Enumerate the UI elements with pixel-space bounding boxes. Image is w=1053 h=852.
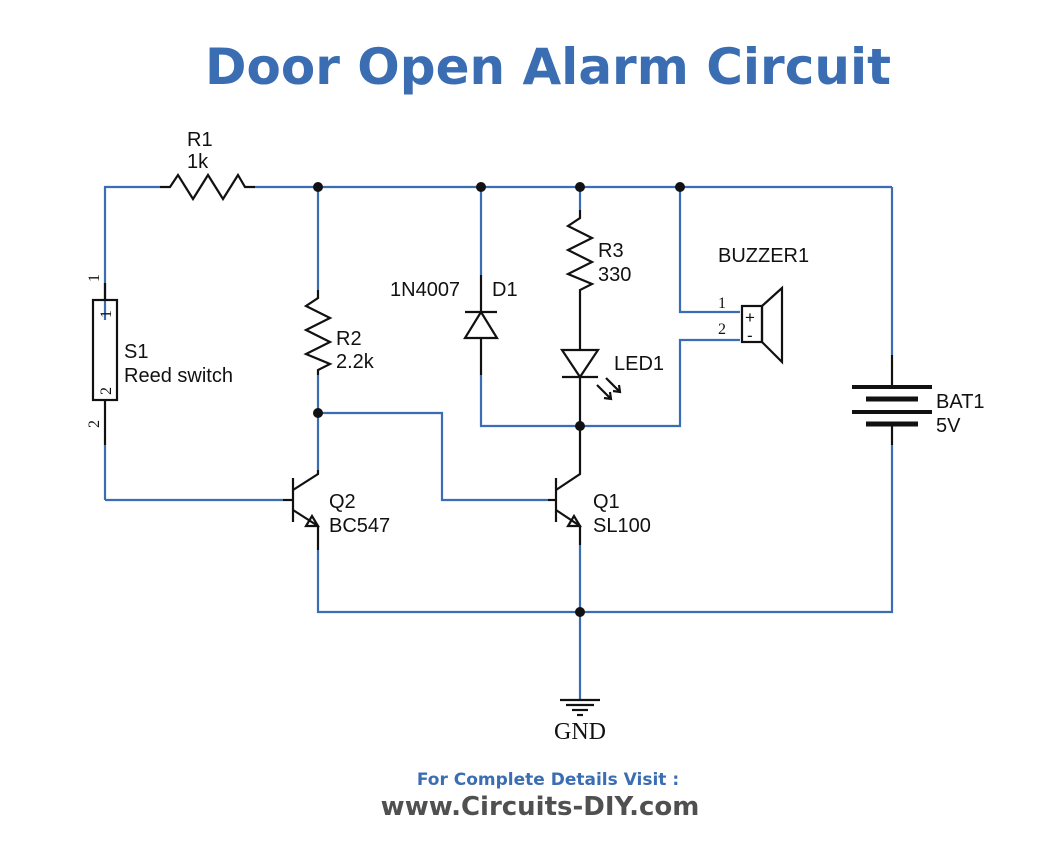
buzzer-ref: BUZZER1	[718, 245, 809, 267]
junction-dot	[476, 182, 486, 192]
junctions	[313, 182, 685, 617]
bat1-ref: BAT1	[936, 391, 985, 413]
d1-ref: D1	[492, 279, 518, 301]
buzzer-plus: +	[745, 308, 755, 327]
s1-pin1-outer: 1	[86, 274, 103, 282]
r1-value: 1k	[187, 151, 209, 173]
s1-pin2-outer: 2	[86, 420, 103, 428]
diode-d1: 1N4007 D1	[390, 275, 518, 375]
ground-symbol: GND	[554, 698, 606, 745]
junction-dot	[575, 607, 585, 617]
battery-bat1: BAT1 5V	[852, 355, 985, 445]
junction-dot	[313, 408, 323, 418]
transistor-q2: Q2 BC547	[283, 470, 390, 550]
r2-value: 2.2k	[336, 351, 375, 373]
wire-q1-base	[318, 411, 548, 502]
wire-d1-bottom	[479, 338, 740, 428]
d1-part: 1N4007	[390, 279, 460, 301]
q2-value: BC547	[329, 515, 390, 537]
resistor-r2: R2 2.2k	[303, 290, 375, 375]
r3-ref: R3	[598, 240, 624, 262]
r3-value: 330	[598, 264, 631, 286]
page-title: Door Open Alarm Circuit	[205, 38, 891, 96]
r1-ref: R1	[187, 129, 213, 151]
switch-s1: 1 1 2 2 S1 Reed switch	[86, 274, 233, 445]
transistor-q1: Q1 SL100	[548, 426, 651, 545]
s1-value: Reed switch	[124, 365, 233, 387]
s1-pin1-inner: 1	[98, 310, 115, 318]
gnd-label: GND	[554, 719, 606, 745]
resistor-r3: R3 330	[565, 210, 631, 296]
resistor-r1: R1 1k	[160, 129, 255, 202]
led1-ref: LED1	[614, 353, 664, 375]
wire-top-left	[103, 185, 160, 320]
s1-pin2-inner: 2	[98, 387, 115, 395]
q1-value: SL100	[593, 515, 651, 537]
led-led1: LED1	[559, 296, 664, 426]
footer-caption: For Complete Details Visit :	[416, 770, 680, 790]
r2-ref: R2	[336, 328, 362, 350]
q2-ref: Q2	[329, 491, 356, 513]
wire-buzzer-plus	[678, 187, 740, 314]
s1-ref: S1	[124, 341, 148, 363]
junction-dot	[575, 182, 585, 192]
buzzer-minus: -	[747, 326, 753, 345]
buzzer-buzzer1: 1 2 + - BUZZER1	[718, 245, 809, 365]
bat1-value: 5V	[936, 415, 961, 437]
buzzer-pin1: 1	[718, 295, 726, 312]
wire-ground-rail	[316, 445, 894, 614]
q1-ref: Q1	[593, 491, 620, 513]
wires	[103, 185, 894, 700]
buzzer-pin2: 2	[718, 321, 726, 338]
junction-dot	[675, 182, 685, 192]
footer-url[interactable]: www.Circuits-DIY.com	[380, 792, 700, 822]
junction-dot	[313, 182, 323, 192]
